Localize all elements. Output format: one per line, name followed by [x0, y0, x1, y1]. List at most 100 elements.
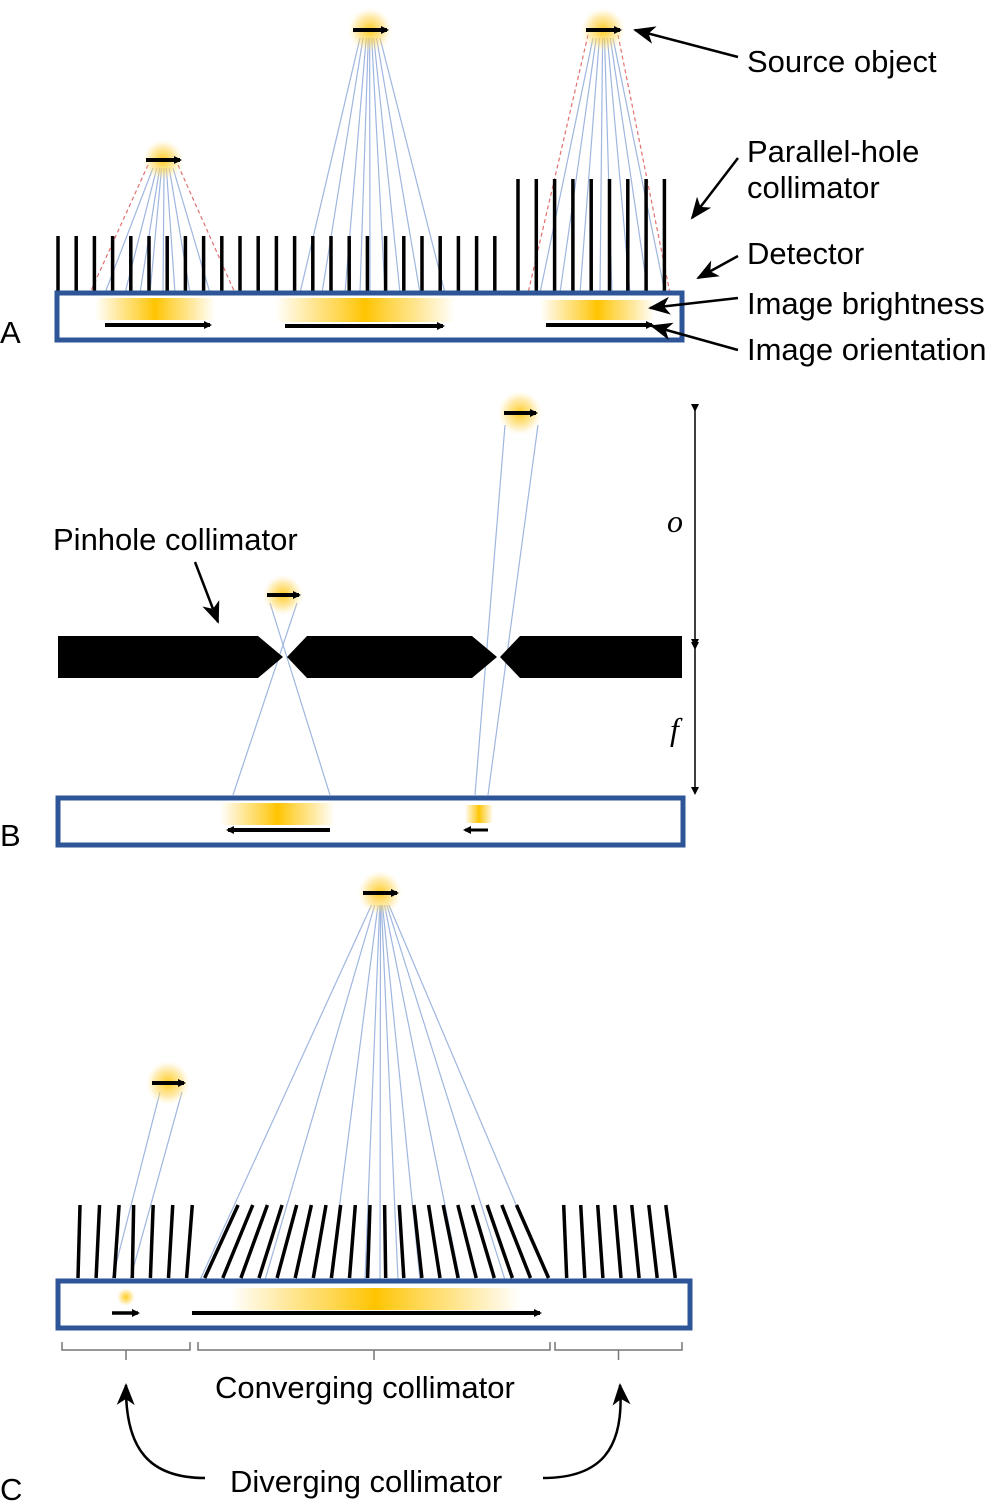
collimator-septum: [397, 1204, 406, 1279]
collimator-septum: [514, 1204, 551, 1279]
collimator-septum: [76, 1204, 82, 1279]
collimator-septum: [500, 1204, 533, 1279]
collimator-septum: [257, 1204, 284, 1279]
ray-dashed: [617, 34, 671, 294]
panel-letter-b: B: [0, 818, 21, 853]
collimator-septum: [166, 1204, 175, 1279]
image-brightness-band: [95, 298, 215, 320]
collimator-septum: [441, 1204, 460, 1279]
label-converging-collimator: Converging collimator: [215, 1370, 515, 1405]
bracket: [554, 1342, 683, 1360]
ray: [165, 167, 176, 294]
detector-box: [55, 795, 686, 848]
pinhole-collimator-block: [287, 636, 497, 678]
detector-box: [54, 290, 685, 343]
panel-letter-c: C: [0, 1472, 22, 1507]
label-image-brightness: Image brightness: [747, 286, 985, 321]
label-focal-distance: f: [670, 711, 683, 747]
ray: [379, 904, 382, 1281]
ray-dashed: [177, 164, 236, 294]
ray: [559, 37, 597, 294]
label-detector: Detector: [747, 236, 864, 271]
label-diverging-collimator: Diverging collimator: [230, 1464, 502, 1499]
collimator-septum: [595, 1204, 605, 1279]
detector-box: [55, 1278, 693, 1331]
collimator-septum: [130, 1204, 136, 1279]
pointer-diverging-left: [116, 1383, 206, 1480]
ray: [487, 424, 539, 796]
ray: [299, 37, 361, 294]
collimator-septum: [412, 1204, 424, 1279]
ray: [612, 37, 666, 294]
pointer-pinhole: [193, 561, 220, 624]
ray-dashed: [89, 164, 149, 294]
label-parallel-hole-line2: collimator: [747, 170, 880, 205]
collimator-septum: [470, 1204, 496, 1279]
collimator-septum: [221, 1204, 255, 1279]
collimator-septum: [485, 1204, 515, 1279]
collimator-septum: [184, 1204, 195, 1279]
label-image-orientation: Image orientation: [747, 332, 987, 367]
collimator-septum: [311, 1204, 328, 1279]
bracket: [61, 1342, 191, 1360]
pointer-image-brightness: [648, 296, 739, 315]
ray: [379, 37, 446, 294]
collimator-septum: [203, 1204, 240, 1279]
ray: [129, 1091, 183, 1281]
collimator-septum: [239, 1204, 270, 1279]
pointer-diverging-right: [542, 1383, 631, 1480]
pointer-detector: [696, 254, 739, 280]
ray: [139, 167, 161, 294]
ray: [609, 37, 649, 294]
collimator-septum: [612, 1204, 623, 1279]
pointer-image-orientation: [650, 322, 739, 352]
collimator-septum: [647, 1204, 659, 1279]
ray: [359, 37, 369, 294]
ray: [539, 37, 594, 294]
collimator-septum: [664, 1204, 678, 1279]
pinhole-collimator-block: [58, 636, 283, 678]
ray: [269, 602, 331, 796]
pinhole-collimator-block: [500, 636, 682, 678]
ray: [162, 167, 165, 294]
label-object-distance: o: [667, 503, 683, 539]
ray: [375, 37, 421, 294]
ray: [149, 167, 163, 294]
collimator-septum: [347, 1204, 358, 1279]
label-parallel-hole-line1: Parallel-hole: [747, 134, 919, 169]
collimator-septum: [426, 1204, 442, 1279]
ray: [364, 904, 381, 1281]
collimator-septum: [94, 1204, 102, 1279]
collimator-septum: [329, 1204, 343, 1279]
image-brightness-band: [465, 805, 493, 823]
ray: [380, 904, 399, 1281]
ray: [199, 904, 373, 1281]
collimator-septum: [112, 1204, 121, 1279]
ray: [321, 37, 364, 294]
ray: [579, 37, 600, 294]
collimator-septum: [365, 1204, 372, 1279]
pointer-collimator: [690, 157, 739, 220]
image-brightness-band: [220, 803, 335, 825]
bracket: [197, 1342, 551, 1360]
collimator-septum: [578, 1204, 587, 1279]
pointer-source-object: [633, 26, 739, 59]
ray: [264, 904, 376, 1281]
collimator-septum: [456, 1204, 478, 1279]
ray: [232, 602, 298, 796]
image-brightness-band: [230, 1288, 520, 1310]
image-brightness-spot: [117, 1288, 135, 1306]
image-brightness-band: [540, 300, 655, 320]
collimator-septum: [148, 1204, 155, 1279]
ray: [371, 37, 386, 294]
ray: [111, 1091, 161, 1281]
ray: [373, 37, 401, 294]
label-pinhole-collimator: Pinhole collimator: [53, 522, 298, 557]
collimator-septum: [293, 1204, 314, 1279]
collimator-septum: [382, 1204, 388, 1279]
collimator-septum: [561, 1204, 569, 1279]
panel-letter-a: A: [0, 315, 21, 350]
collimator-septum: [275, 1204, 299, 1279]
image-brightness-band: [275, 298, 455, 322]
